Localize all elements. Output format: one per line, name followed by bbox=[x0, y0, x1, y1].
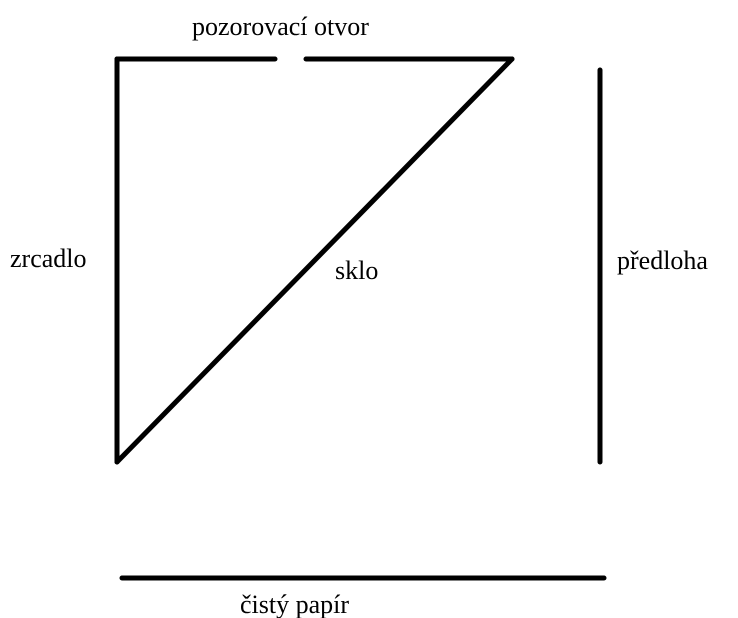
mirror-label: zrcadlo bbox=[10, 244, 87, 273]
original-label: předloha bbox=[617, 246, 708, 275]
glass-label: sklo bbox=[335, 256, 379, 285]
viewing-hole-label: pozorovací otvor bbox=[192, 12, 369, 41]
glass-line bbox=[114, 56, 515, 465]
blank-paper-label: čistý papír bbox=[240, 590, 350, 618]
